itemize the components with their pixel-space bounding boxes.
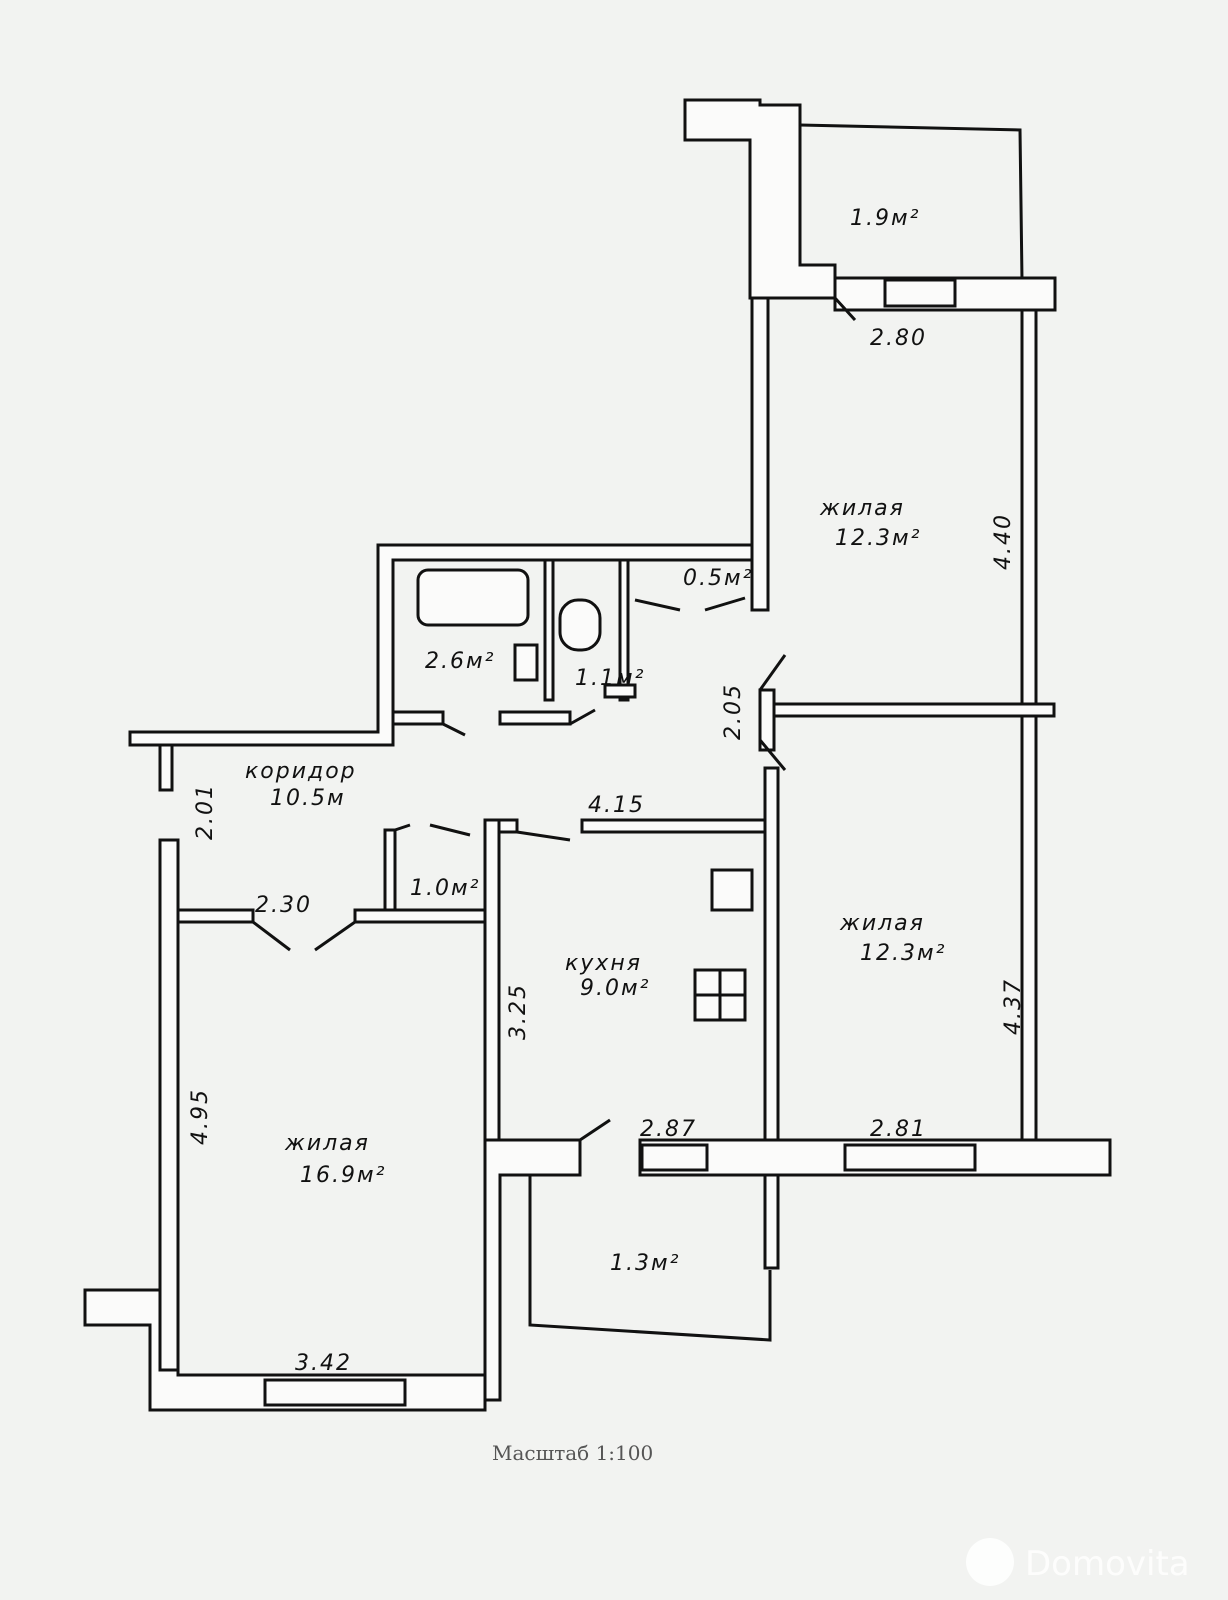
window: [263, 1378, 407, 1407]
wall: [497, 818, 519, 834]
area-balcony-bottom: 1.3м²: [610, 1251, 680, 1276]
dim-2-81: 2.81: [870, 1117, 927, 1142]
dim-3-42: 3.42: [295, 1351, 352, 1376]
window: [843, 1143, 977, 1172]
area-bedroom-mid: 12.3м²: [860, 941, 946, 966]
exterior-wall-left: [158, 838, 180, 1372]
wall: [483, 1138, 582, 1402]
wall: [763, 766, 780, 1270]
scale-label: Масштаб 1:100: [492, 1441, 653, 1465]
wall: [391, 710, 445, 726]
bathtub: [416, 568, 530, 627]
room-label: коридор: [245, 759, 357, 784]
wall: [176, 908, 255, 924]
wall: [543, 558, 555, 702]
area-toilet: 1.1м²: [575, 666, 645, 691]
wall: [498, 710, 572, 726]
door-swings: [252, 296, 857, 1142]
area-wardrobe: 0.5м²: [683, 566, 753, 591]
area-bathroom: 2.6м²: [425, 649, 495, 674]
area-closet: 1.0м²: [410, 876, 480, 901]
dim-2-01: 2.01: [193, 783, 218, 840]
dim-3-25: 3.25: [506, 983, 531, 1040]
dim-2-87: 2.87: [640, 1117, 697, 1142]
wall: [772, 702, 1056, 718]
bathroom-wall: [128, 543, 754, 747]
toilet: [558, 598, 602, 652]
wall: [603, 683, 637, 699]
area-corridor: 10.5м: [270, 786, 346, 811]
balcony-top-outline: [799, 123, 1024, 281]
dim-2-80: 2.80: [870, 326, 927, 351]
window: [883, 278, 957, 308]
walls: [83, 98, 1112, 1412]
dim-4-37: 4.37: [1001, 978, 1026, 1035]
balcony-bottom-outline: [528, 1175, 772, 1342]
sink: [513, 643, 539, 682]
watermark: Domovita: [966, 1538, 1190, 1586]
room-label: кухня: [565, 951, 642, 976]
dim-4-95: 4.95: [188, 1088, 213, 1145]
balcony-top-wall: [683, 98, 837, 300]
area-living: 16.9м²: [300, 1163, 386, 1188]
watermark-logo-icon: [966, 1538, 1014, 1586]
labels: 1.9м² 2.80 жилая 12.3м² 4.40 0.5м² 2.6м²…: [188, 206, 1026, 1465]
room-label: жилая: [839, 911, 925, 936]
wall: [483, 818, 501, 1142]
wall: [353, 908, 487, 924]
dim-2-05: 2.05: [721, 683, 746, 740]
area-bedroom-top: 12.3м²: [835, 526, 921, 551]
dim-2-30: 2.30: [255, 893, 312, 918]
area-kitchen: 9.0м²: [580, 976, 650, 1001]
dim-4-15: 4.15: [588, 793, 645, 818]
window: [640, 1143, 709, 1172]
area-balcony-top: 1.9м²: [850, 206, 920, 231]
room-label: жилая: [819, 496, 905, 521]
wall: [750, 296, 770, 612]
wall: [618, 558, 630, 702]
wall: [580, 818, 769, 834]
wall: [158, 743, 174, 792]
dim-4-40: 4.40: [991, 513, 1016, 570]
watermark-text: Domovita: [1025, 1544, 1190, 1584]
room-label: жилая: [284, 1131, 370, 1156]
wall: [383, 828, 397, 922]
stove: [710, 868, 754, 912]
